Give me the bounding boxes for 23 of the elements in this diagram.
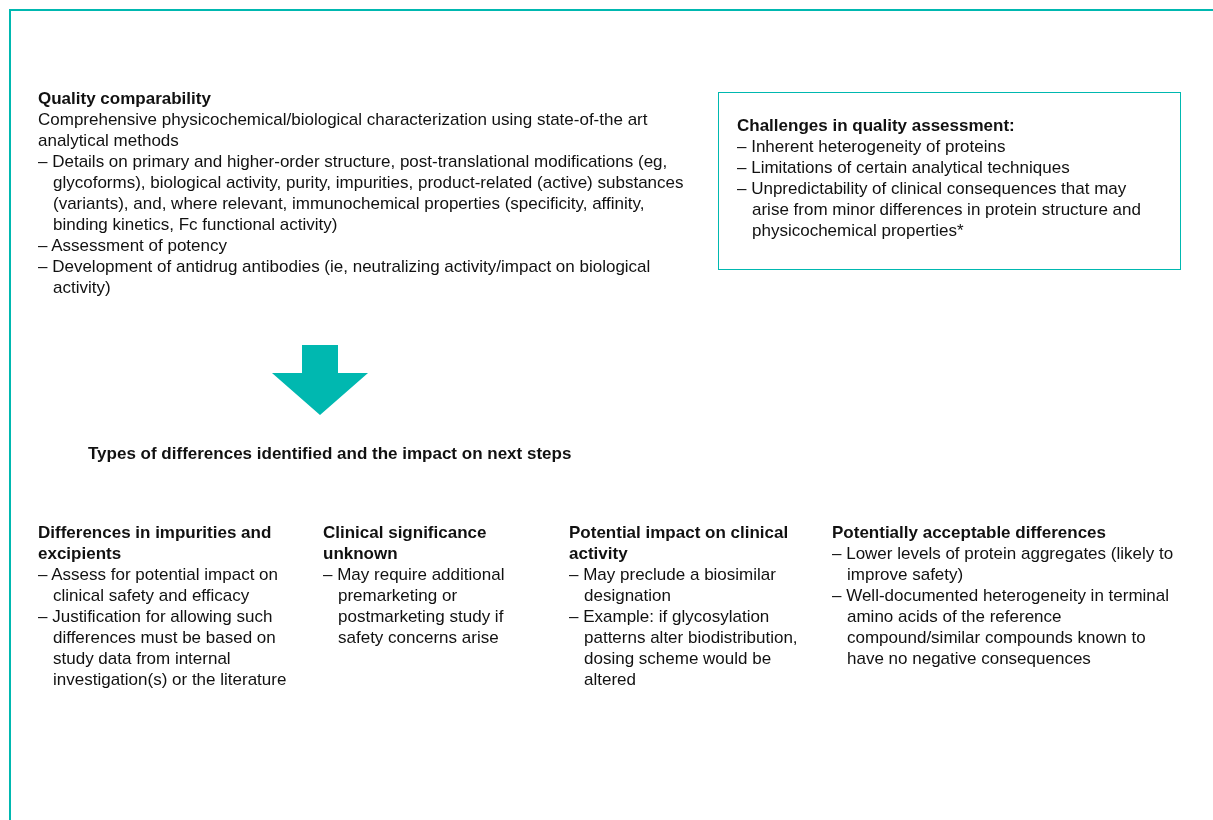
bullet-item: – May require additional premarketing or postmarketing study if safety concerns arise	[323, 564, 506, 648]
heading: Quality comparability	[38, 88, 212, 109]
bullet-item: – Inherent heterogeneity of proteins	[737, 136, 1007, 157]
bullet-item: – Details on primary and higher-order structure, post-translational modifications (eg, glycoforms), biological activity, purity, impurities, product-related (active) substances (variants), and, where relevant, immunochemical properties (specificity, affinity, binding kinetics, Fc functional activity)	[38, 151, 685, 235]
section-heading: Types of differences identified and the impact on next steps	[88, 443, 573, 464]
column-heading: Differences in impurities and excipients	[38, 522, 273, 564]
bullet-item: – Assessment of potency	[38, 235, 228, 256]
bullet-item: – Lower levels of protein aggregates (likely to improve safety)	[832, 543, 1175, 585]
bullet-item: – Example: if glycosylation patterns alter biodistribution, dosing scheme would be altered	[569, 606, 799, 690]
bullet-item: – Limitations of certain analytical techniques	[737, 157, 1071, 178]
block-arrow	[272, 345, 368, 415]
bullet-item: – Development of antidrug antibodies (ie, neutralizing activity/impact on biological activity)	[38, 256, 652, 298]
bullet-item: – Assess for potential impact on clinical safety and efficacy	[38, 564, 280, 606]
paragraph: Comprehensive physicochemical/biological characterization using state-of-the art analytical methods	[38, 109, 649, 151]
bullet-item: – Justification for allowing such differences must be based on study data from internal investigation(s) or the literature	[38, 606, 288, 690]
bullet-item: – May preclude a biosimilar designation	[569, 564, 777, 606]
column-heading: Potentially acceptable differences	[832, 522, 1107, 543]
info-box	[718, 92, 1181, 270]
bullet-item: – Well-documented heterogeneity in terminal amino acids of the reference compound/similar compounds known to have no negative consequences	[832, 585, 1171, 669]
heading: Challenges in quality assessment:	[737, 115, 1016, 136]
column-heading: Clinical significance unknown	[323, 522, 488, 564]
bullet-item: – Unpredictability of clinical consequences that may arise from minor differences in protein structure and physicochemical properties*	[737, 178, 1142, 241]
column-heading: Potential impact on clinical activity	[569, 522, 790, 564]
